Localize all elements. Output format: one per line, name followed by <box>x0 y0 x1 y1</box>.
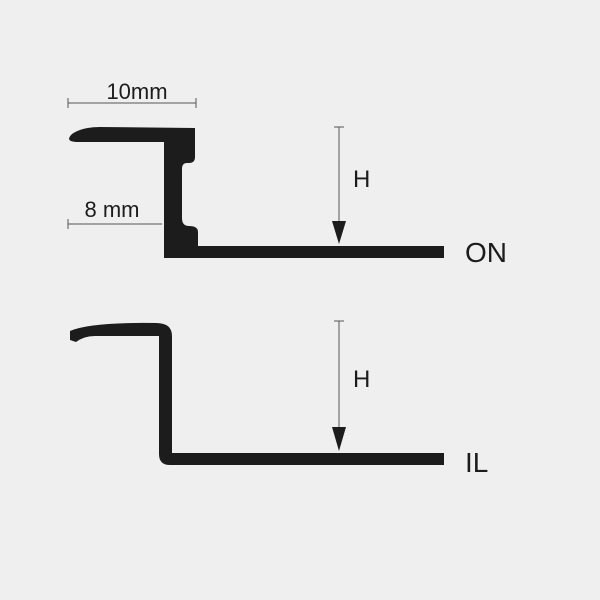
dimension-side-label: 8 mm <box>85 197 140 222</box>
height-label-il: H <box>353 366 370 393</box>
height-arrow-il <box>332 320 346 451</box>
profile-code-il: IL <box>465 447 488 478</box>
profile-il-shape <box>70 322 444 465</box>
profile-code-on: ON <box>465 237 507 268</box>
profile-il: H IL <box>70 320 488 478</box>
height-label-on: H <box>353 166 370 193</box>
height-arrow-on <box>332 126 346 244</box>
dimension-top-label: 10mm <box>106 79 167 104</box>
dimension-top-width <box>67 98 197 108</box>
profile-on: 10mm 8 mm H ON <box>67 79 507 268</box>
dimension-side-width <box>67 219 162 229</box>
profile-on-shape <box>69 127 444 258</box>
